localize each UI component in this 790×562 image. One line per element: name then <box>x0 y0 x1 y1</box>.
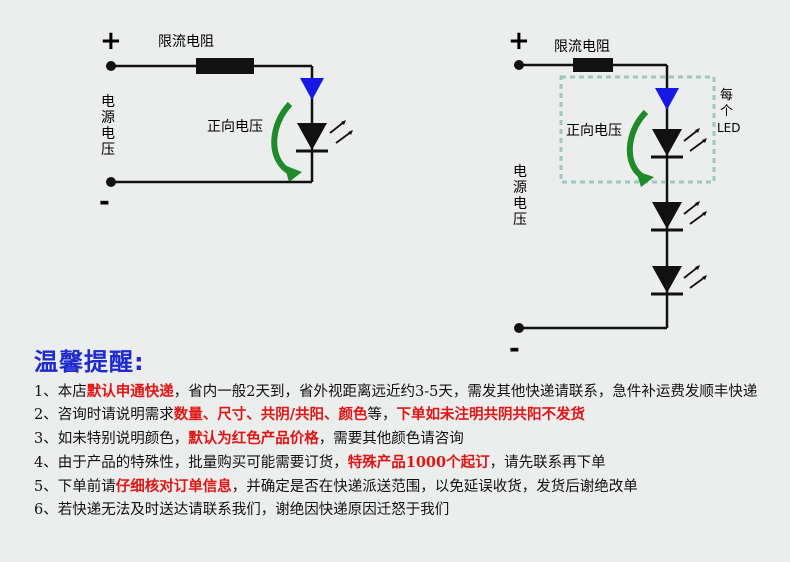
left-power-label-2: 源 <box>101 110 115 126</box>
notice-item-text: ，需要其他颜色请咨询 <box>318 431 464 447</box>
right-minus-sign: - <box>509 334 520 364</box>
right-plus-sign: + <box>508 26 530 56</box>
notice-item-text: 3、如未特别说明颜色， <box>34 431 189 447</box>
left-green-arrow-icon <box>271 101 293 175</box>
notice-item-2: 2、咨询时请说明需求数量、尺寸、共阴/共阳、颜色等，下单如未注明共阴共阳不发货 <box>34 403 774 427</box>
per-led-label-2: 个 <box>720 104 733 119</box>
left-plus-sign: + <box>100 26 122 56</box>
notice-item-5: 5、下单前请仔细核对订单信息，并确定是否在快递派送范围，以免延误收货，发货后谢绝… <box>34 475 774 499</box>
left-blue-arrow-icon <box>300 78 324 100</box>
notice-item-text: ，请先联系再下单 <box>489 455 606 471</box>
left-power-label-3: 电 <box>101 126 115 142</box>
notice-item-text: 6、若快递无法及时送达请联系我们，谢绝因快递原因迁怒于我们 <box>34 502 450 518</box>
right-diagram: + 限流电阻 正向电压 每 个 LED <box>508 26 741 364</box>
notice-item-text: 2、咨询时请说明需求 <box>34 407 174 423</box>
notice-item-1: 1、本店默认申通快递，省内一般2天到，省外视距离远近约3-5天，需发其他快递请联… <box>34 381 774 403</box>
right-blue-arrow-icon <box>655 88 679 110</box>
notice-item-highlight: 默认为红色产品价格 <box>188 430 319 447</box>
left-power-label-1: 电 <box>101 94 115 110</box>
right-green-arrow-head-icon <box>636 171 654 187</box>
per-led-label-3: LED <box>717 121 741 135</box>
left-resistor-label: 限流电阻 <box>158 34 214 50</box>
right-resistor <box>573 58 613 72</box>
right-led-1-icon <box>651 128 707 159</box>
notice-item-highlight: 数量、尺寸、共阴/共阳、颜色 <box>173 406 368 423</box>
notice-item-text: 等， <box>367 407 397 423</box>
right-bottom-terminal <box>514 323 524 333</box>
per-led-label-1: 每 <box>720 87 733 103</box>
left-forward-voltage-label: 正向电压 <box>207 119 263 135</box>
right-forward-voltage-label: 正向电压 <box>566 123 622 139</box>
notice-item-4: 4、由于产品的特殊性，批量购买可能需要订货，特殊产品1000个起订，请先联系再下… <box>34 451 774 475</box>
notice-item-text: 1、本店 <box>34 384 87 400</box>
right-power-label-1: 电 <box>513 164 527 180</box>
right-power-label-2: 源 <box>513 180 527 196</box>
notice-item-text: 4、由于产品的特殊性，批量购买可能需要订货， <box>34 455 348 471</box>
right-power-label-3: 电 <box>513 196 527 212</box>
notice-item-6: 6、若快递无法及时送达请联系我们，谢绝因快递原因迁怒于我们 <box>34 499 774 522</box>
left-bottom-terminal <box>106 177 116 187</box>
notice-item-text: ，省内一般2天到，省外视距离远近约3 <box>173 384 425 400</box>
notice-item-3: 3、如未特别说明颜色，默认为红色产品价格，需要其他颜色请咨询 <box>34 427 774 451</box>
notice-item-highlight: 特殊产品1000个起订 <box>347 454 490 471</box>
right-green-arrow-icon <box>626 109 649 180</box>
notice-item-text: 5天，需发其他快递请联系，急件补运费发顺丰快递 <box>429 384 758 400</box>
notice-item-text: 5、下单前请 <box>34 479 116 495</box>
notice-item-highlight: 默认申通快递 <box>86 383 174 400</box>
per-led-dashed-box <box>559 75 716 184</box>
left-minus-sign: - <box>99 187 110 217</box>
left-green-arrow-head-icon <box>284 165 302 182</box>
right-power-label-4: 压 <box>513 212 527 228</box>
notice-item-highlight: 下单如未注明共阴共阳不发货 <box>396 406 586 423</box>
notice-list: 1、本店默认申通快递，省内一般2天到，省外视距离远近约3-5天，需发其他快递请联… <box>34 381 774 522</box>
notice-item-highlight: 仔细核对订单信息 <box>115 478 232 495</box>
right-led-3-icon <box>651 265 707 296</box>
notice-title: 温馨提醒: <box>34 348 145 376</box>
left-power-label-4: 压 <box>101 142 115 158</box>
left-diagram: + 限流电阻 正向电压 - 电 源 电 压 <box>99 26 353 217</box>
notice-section: 温馨提醒: 1、本店默认申通快递，省内一般2天到，省外视距离远近约3-5天，需发… <box>34 342 774 522</box>
notice-item-text: - <box>424 384 430 400</box>
right-led-2-icon <box>651 201 707 232</box>
right-resistor-label: 限流电阻 <box>554 39 610 55</box>
left-led-icon <box>296 120 353 153</box>
left-resistor <box>196 58 254 74</box>
notice-item-text: ，并确定是否在快递派送范围，以免延误收货，发货后谢绝改单 <box>231 479 638 495</box>
